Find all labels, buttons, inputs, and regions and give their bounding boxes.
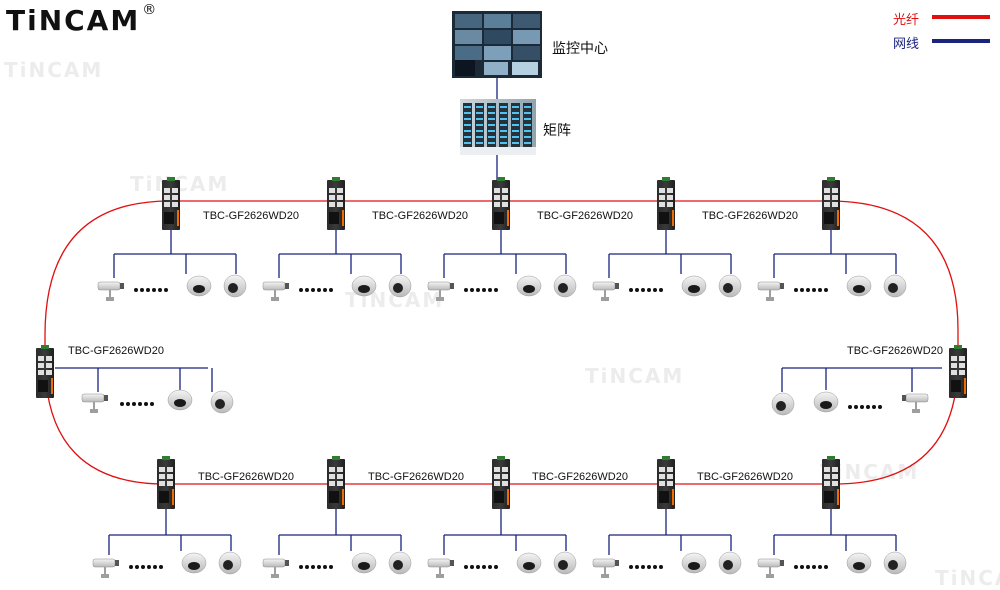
more-cameras-dots (629, 288, 663, 292)
dome-camera-icon (181, 552, 207, 574)
turret-camera-icon (718, 551, 742, 575)
bullet-camera-icon (81, 393, 108, 413)
monitor-center-label: 监控中心 (552, 41, 608, 57)
switch-label: TBC-GF2626WD20 (372, 210, 468, 222)
dome-camera-icon (846, 275, 872, 297)
more-cameras-dots (464, 565, 498, 569)
dome-camera-icon (813, 391, 839, 413)
brand-logo: TiNCAM® (6, 1, 159, 37)
switch-label: TBC-GF2626WD20 (68, 345, 164, 357)
network-cable (773, 230, 897, 278)
network-cable (113, 230, 237, 278)
bullet-camera-icon (592, 558, 619, 578)
more-cameras-dots (848, 405, 882, 409)
switch-icon (157, 456, 175, 509)
bullet-camera-icon (97, 281, 124, 301)
switch-label: TBC-GF2626WD20 (537, 210, 633, 222)
dome-camera-icon (351, 552, 377, 574)
switch-label: TBC-GF2626WD20 (847, 345, 943, 357)
more-cameras-dots (129, 565, 163, 569)
switch-label: TBC-GF2626WD20 (702, 210, 798, 222)
switch-icon (492, 456, 510, 509)
switch-icon (822, 456, 840, 509)
network-cable (278, 230, 402, 278)
turret-camera-icon (883, 274, 907, 298)
turret-camera-icon (771, 392, 795, 416)
dome-camera-icon (846, 552, 872, 574)
network-cable (781, 367, 942, 392)
switch-icon (657, 456, 675, 509)
turret-camera-icon (553, 274, 577, 298)
watermark: TiNCAM (585, 364, 685, 388)
switch-label: TBC-GF2626WD20 (532, 471, 628, 483)
monitor-center-icon (452, 11, 542, 78)
dome-camera-icon (351, 275, 377, 297)
turret-camera-icon (718, 274, 742, 298)
turret-camera-icon (883, 551, 907, 575)
turret-camera-icon (223, 274, 247, 298)
dome-camera-icon (681, 275, 707, 297)
network-cable (278, 509, 402, 555)
switch-icon (327, 456, 345, 509)
bullet-camera-icon (757, 558, 784, 578)
dome-camera-icon (186, 275, 212, 297)
turret-camera-icon (388, 274, 412, 298)
switch-icon (822, 177, 840, 230)
more-cameras-dots (794, 288, 828, 292)
legend-cable-label: 网线 (893, 37, 920, 52)
watermark: TiNCAM (935, 566, 1000, 590)
turret-camera-icon (210, 390, 234, 414)
network-cable (608, 230, 732, 278)
switch-label: TBC-GF2626WD20 (368, 471, 464, 483)
more-cameras-dots (299, 288, 333, 292)
bullet-camera-icon (262, 281, 289, 301)
matrix-label: 矩阵 (543, 123, 571, 139)
network-cable (773, 509, 897, 555)
more-cameras-dots (134, 288, 168, 292)
switch-icon (492, 177, 510, 230)
dome-camera-icon (516, 275, 542, 297)
network-cable (443, 230, 567, 278)
network-cable (55, 367, 213, 392)
bullet-camera-icon (262, 558, 289, 578)
turret-camera-icon (218, 551, 242, 575)
network-cable (443, 509, 567, 555)
switch-icon (162, 177, 180, 230)
more-cameras-dots (794, 565, 828, 569)
bullet-camera-icon (757, 281, 784, 301)
watermark: TiNCAM (4, 58, 104, 82)
switch-label: TBC-GF2626WD20 (198, 471, 294, 483)
switch-label: TBC-GF2626WD20 (203, 210, 299, 222)
switch-label: TBC-GF2626WD20 (697, 471, 793, 483)
turret-camera-icon (388, 551, 412, 575)
switch-icon (949, 345, 967, 398)
switch-icon (657, 177, 675, 230)
more-cameras-dots (464, 288, 498, 292)
network-cable (608, 509, 732, 555)
more-cameras-dots (629, 565, 663, 569)
switch-icon (36, 345, 54, 398)
bullet-camera-icon (902, 393, 929, 413)
legend-fiber-label: 光纤 (893, 13, 920, 28)
dome-camera-icon (167, 389, 193, 411)
network-cable (108, 509, 232, 555)
turret-camera-icon (553, 551, 577, 575)
dome-camera-icon (516, 552, 542, 574)
bullet-camera-icon (592, 281, 619, 301)
more-cameras-dots (299, 565, 333, 569)
more-cameras-dots (120, 402, 154, 406)
dome-camera-icon (681, 552, 707, 574)
switch-icon (327, 177, 345, 230)
bullet-camera-icon (427, 281, 454, 301)
bullet-camera-icon (427, 558, 454, 578)
bullet-camera-icon (92, 558, 119, 578)
matrix-icon (460, 99, 536, 155)
